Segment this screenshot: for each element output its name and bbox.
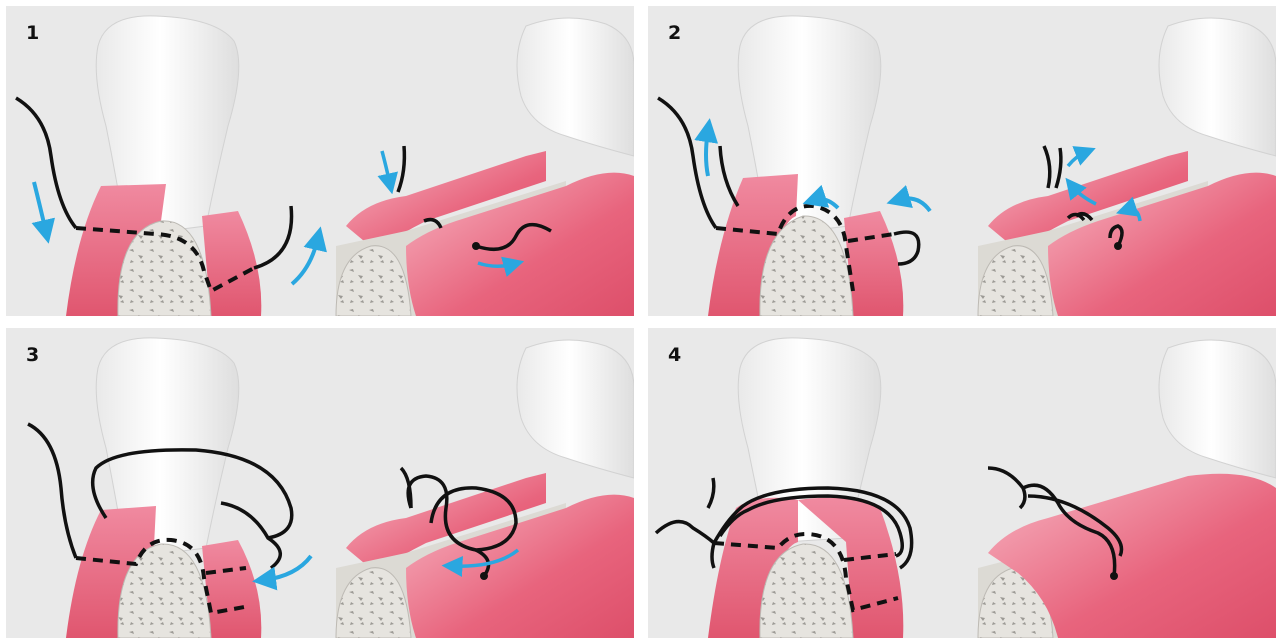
step-number: 1 <box>26 24 39 43</box>
step-1-panel: 1 <box>6 6 634 316</box>
step-4-illustration <box>648 328 1276 638</box>
step-4-panel: 4 <box>648 328 1276 638</box>
step-2-panel: 2 <box>648 6 1276 316</box>
step-1-illustration <box>6 6 634 316</box>
needle-direction-arrow <box>706 130 708 176</box>
step-2-illustration <box>648 6 1276 316</box>
suture-knot <box>472 242 480 250</box>
step-3-panel: 3 <box>6 328 634 638</box>
step-3-illustration <box>6 328 634 638</box>
suture-knot <box>480 572 488 580</box>
suture-knot <box>1114 242 1122 250</box>
step-number: 3 <box>26 346 39 365</box>
suture-knot <box>1110 572 1118 580</box>
step-number: 2 <box>668 24 681 43</box>
step-number: 4 <box>668 346 681 365</box>
